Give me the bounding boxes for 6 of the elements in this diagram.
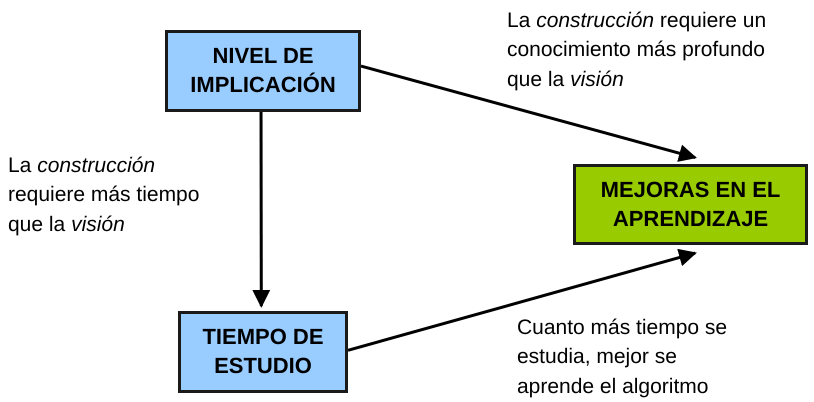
arrow: [348, 248, 697, 352]
concept-box: MEJORAS EN EL APRENDIZAJE: [573, 164, 808, 245]
concept-box: NIVEL DE IMPLICACIÓN: [165, 30, 361, 112]
arrow: [360, 64, 697, 162]
arrow: [252, 112, 270, 308]
concept-box: TIEMPO DE ESTUDIO: [178, 311, 348, 393]
